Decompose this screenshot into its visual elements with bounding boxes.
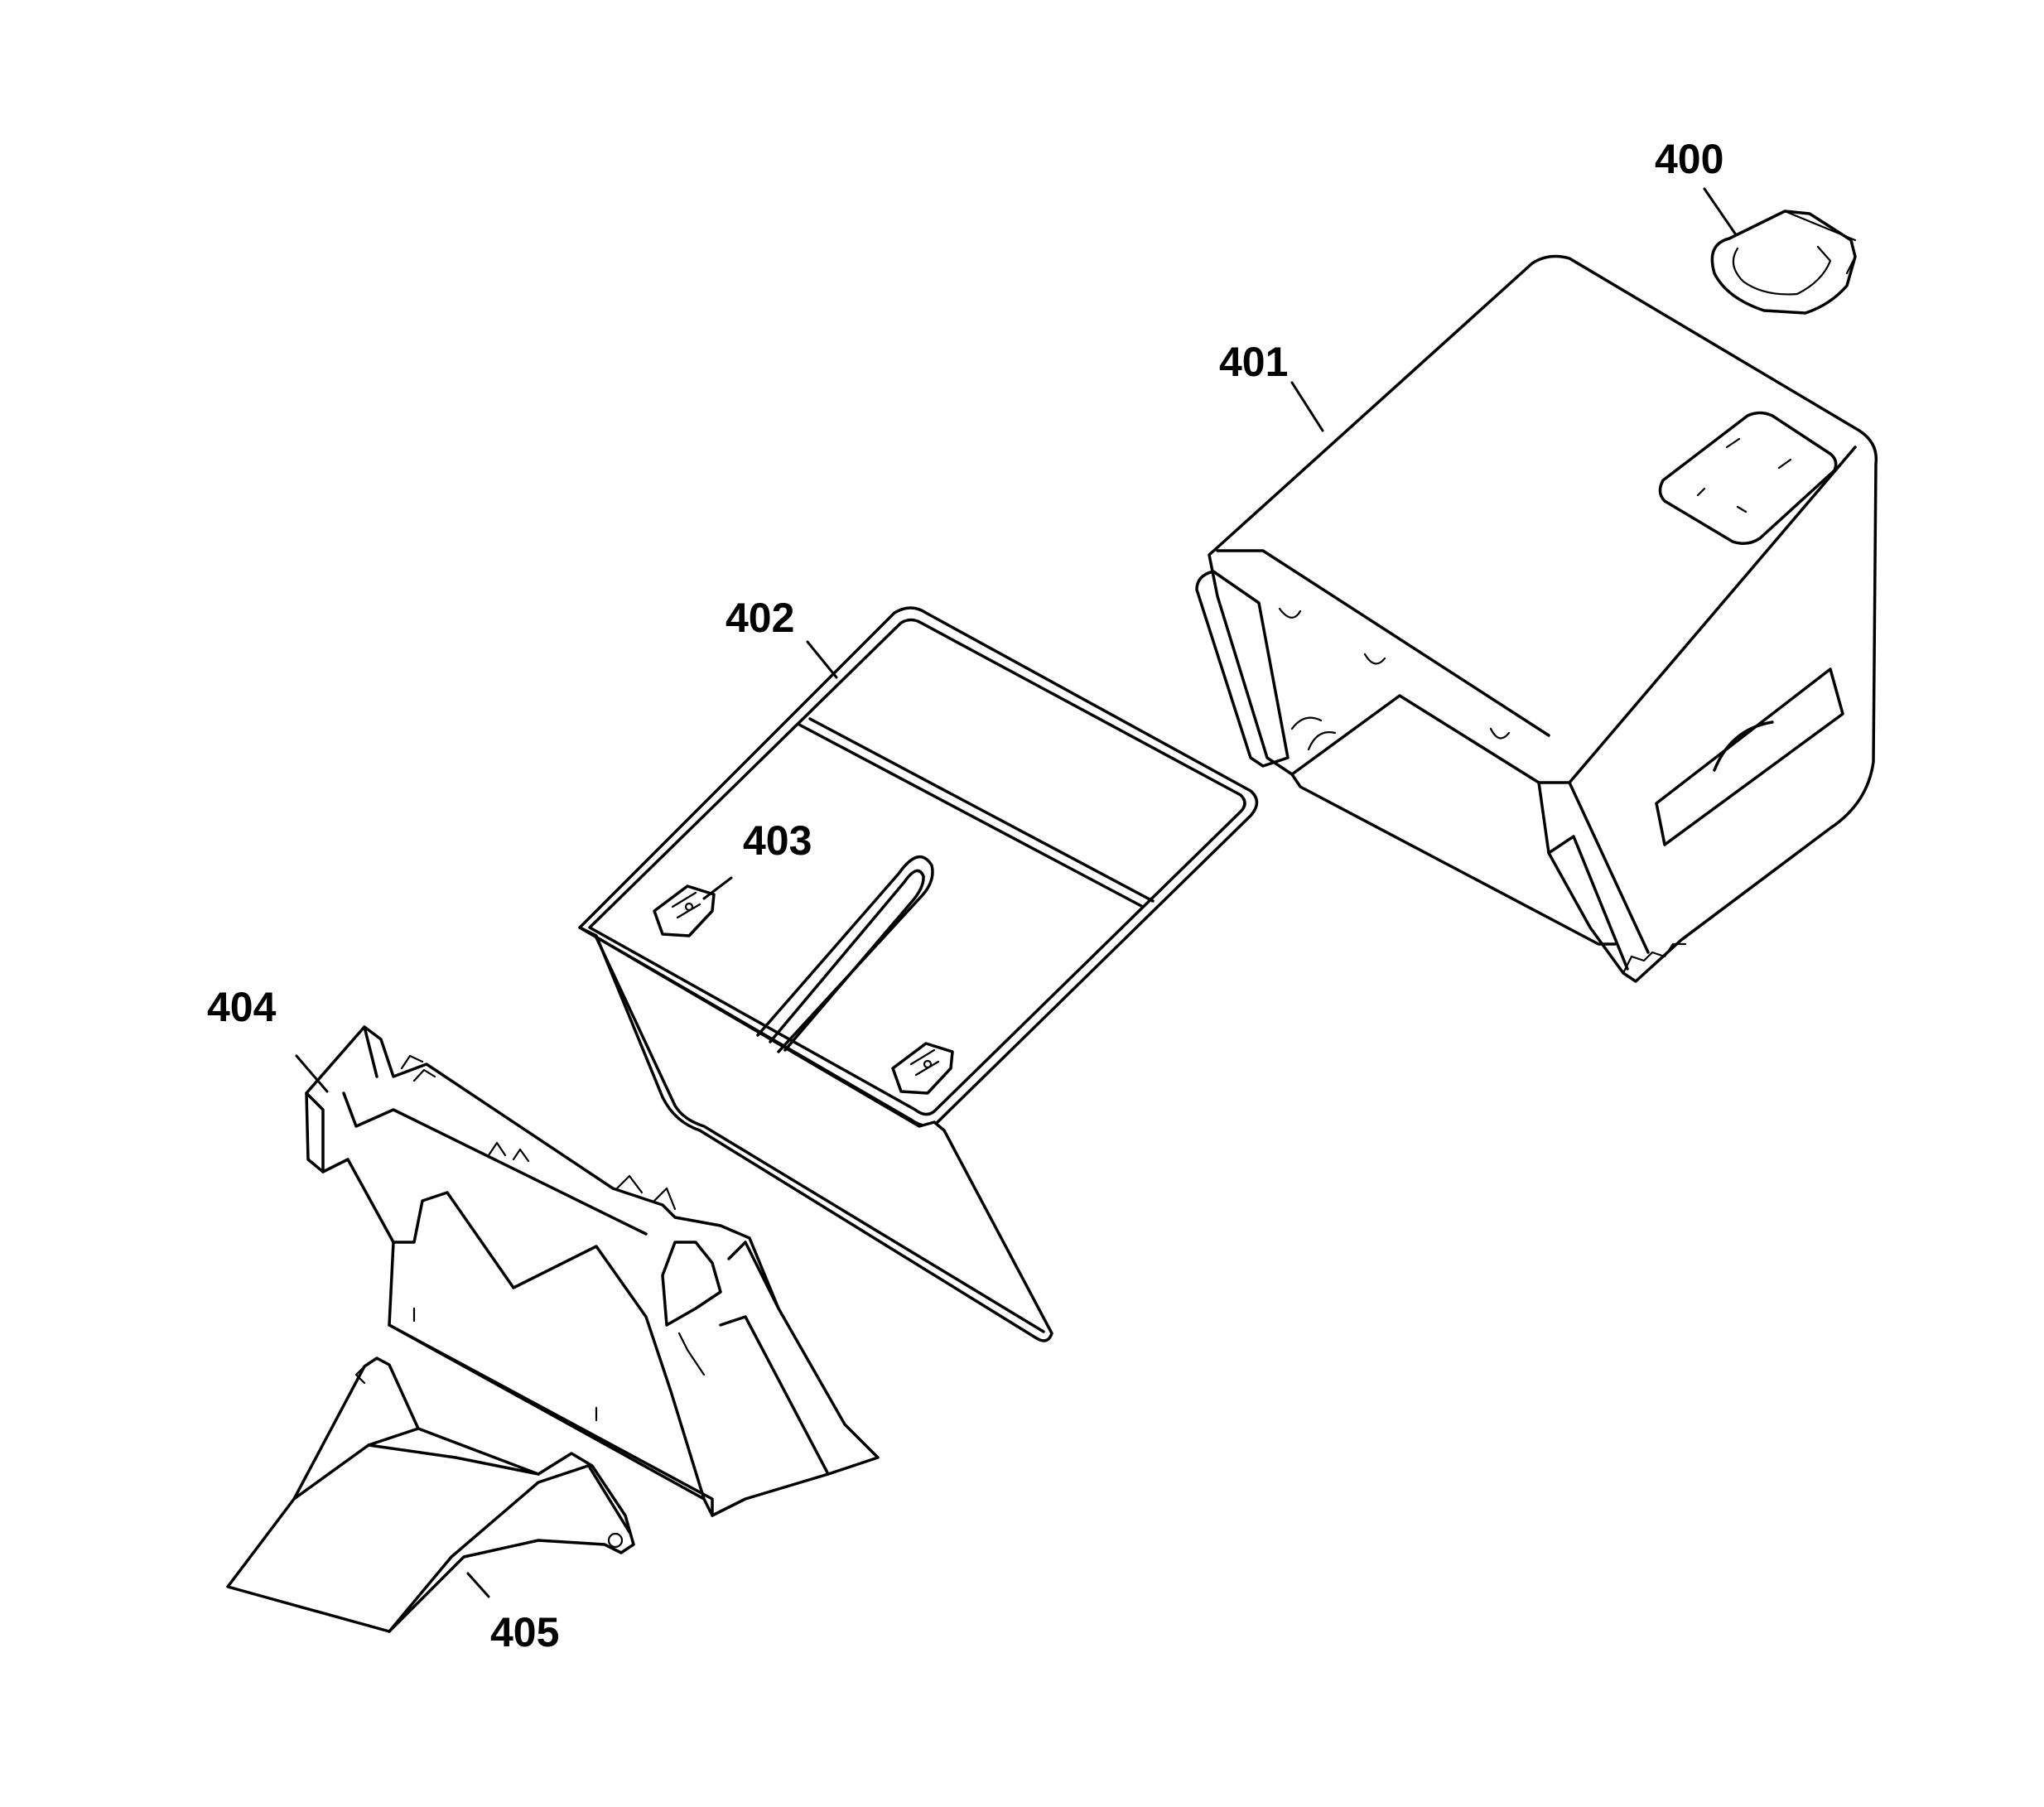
callout-400: 400	[1655, 136, 1724, 182]
leader-404	[295, 1054, 329, 1093]
callout-402: 402	[726, 595, 795, 641]
part-400-cap	[1710, 210, 1857, 315]
callout-401: 401	[1219, 339, 1289, 385]
leader-403	[702, 876, 733, 900]
callout-404: 404	[207, 984, 277, 1030]
part-403-clips	[653, 884, 954, 1095]
leader-400	[1703, 187, 1737, 235]
part-404-flap-assembly	[305, 1025, 880, 1517]
part-401-housing	[1195, 254, 1878, 983]
part-402-frame	[578, 606, 1259, 1342]
leader-401	[1290, 381, 1324, 432]
leader-402	[806, 640, 838, 679]
callout-403: 403	[743, 817, 812, 864]
callout-405: 405	[490, 1609, 560, 1655]
part-405-chute	[226, 1356, 635, 1633]
leader-lines	[295, 187, 1737, 1598]
leader-405	[466, 1572, 490, 1598]
